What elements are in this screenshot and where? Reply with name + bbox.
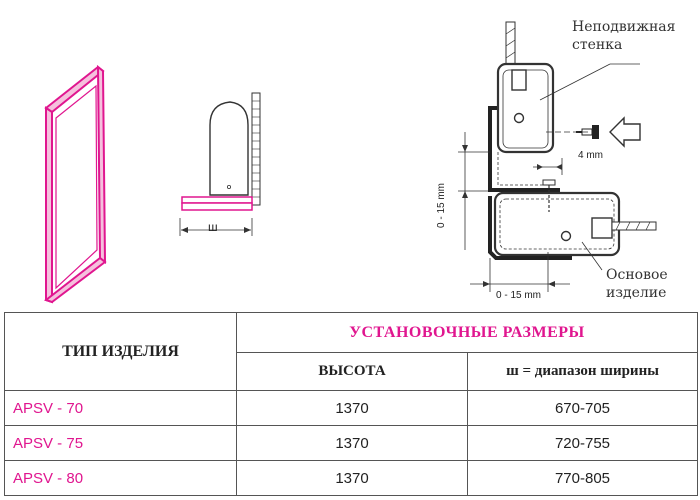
door-panel bbox=[43, 64, 107, 304]
height-cell: 1370 bbox=[236, 425, 468, 461]
table-row: APSV - 80 1370 770-805 bbox=[4, 460, 698, 496]
width-cell: 720-755 bbox=[467, 425, 698, 461]
model-cell: APSV - 70 bbox=[4, 390, 237, 426]
table-row: APSV - 70 1370 670-705 bbox=[4, 390, 698, 426]
tray-top-view bbox=[179, 92, 261, 236]
label-width-symbol: ш bbox=[208, 220, 218, 234]
label-fixed-wall: Неподвижная стенка bbox=[572, 19, 676, 53]
model-cell: APSV - 80 bbox=[4, 460, 237, 496]
table-row: APSV - 75 1370 720-755 bbox=[4, 425, 698, 461]
model-cell: APSV - 75 bbox=[4, 425, 237, 461]
diagram-area: Неподвижная стенка Основое изделие ш 4 m… bbox=[43, 19, 676, 304]
header-type: ТИП ИЗДЕЛИЯ bbox=[4, 312, 237, 391]
width-cell: 670-705 bbox=[467, 390, 698, 426]
label-range-vertical: 0 - 15 mm bbox=[436, 182, 447, 228]
header-height: ВЫСОТА bbox=[236, 352, 468, 391]
table-header-row: ТИП ИЗДЕЛИЯ УСТАНОВОЧНЫЕ РАЗМЕРЫ bbox=[4, 312, 698, 391]
label-base-product: Основое изделие bbox=[606, 267, 668, 301]
height-cell: 1370 bbox=[236, 390, 468, 426]
width-cell: 770-805 bbox=[467, 460, 698, 496]
spec-table: ТИП ИЗДЕЛИЯ УСТАНОВОЧНЫЕ РАЗМЕРЫ ВЫСОТА … bbox=[4, 312, 698, 496]
header-width-range: ш = диапазон ширины bbox=[467, 352, 698, 391]
installation-detail bbox=[458, 21, 657, 292]
header-installation-sizes: УСТАНОВОЧНЫЕ РАЗМЕРЫ bbox=[236, 312, 698, 353]
label-range-horizontal: 0 - 15 mm bbox=[496, 290, 542, 301]
height-cell: 1370 bbox=[236, 460, 468, 496]
label-4mm: 4 mm bbox=[578, 150, 603, 161]
